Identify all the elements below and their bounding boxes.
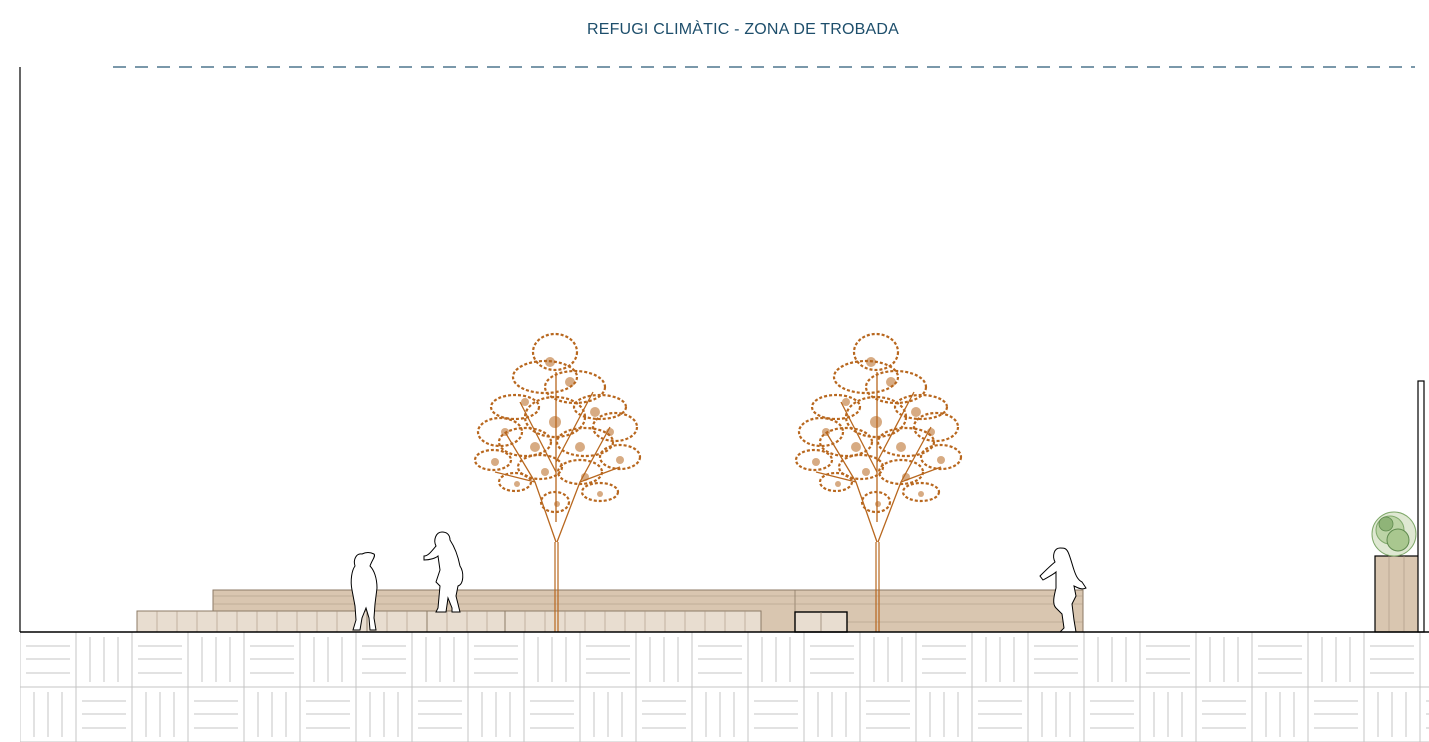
person-child-on-bench [423, 531, 464, 613]
paving-pattern [20, 632, 1429, 742]
tree-right [794, 332, 963, 634]
person-child-standing [350, 552, 378, 631]
right-post [1417, 380, 1425, 633]
shrub-icon [1371, 511, 1417, 557]
tree-left [473, 332, 642, 634]
section-title: REFUGI CLIMÀTIC - ZONA DE TROBADA [586, 21, 900, 38]
right-planter [1374, 555, 1420, 633]
front-bench [136, 610, 762, 633]
